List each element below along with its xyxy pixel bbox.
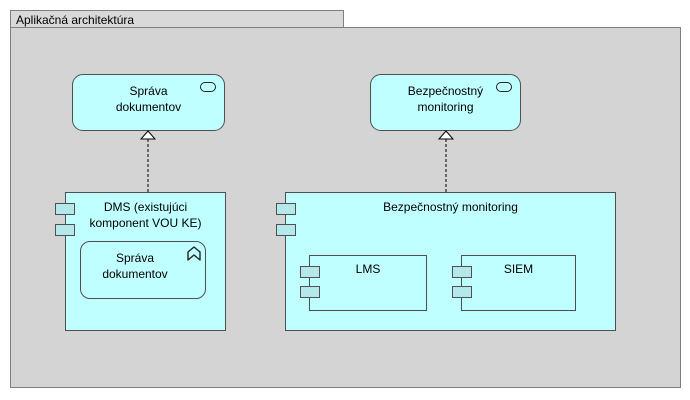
application-service-icon — [200, 82, 216, 92]
component-icon — [300, 266, 320, 278]
component-icon — [276, 224, 296, 236]
application-service-icon — [496, 82, 512, 92]
group-tab[interactable]: Aplikačná architektúra — [10, 10, 344, 28]
function-sprava-dokumentov[interactable]: Správa dokumentov — [80, 241, 206, 299]
service-label: Bezpečnostný monitoring — [407, 84, 484, 114]
component-icon — [276, 203, 296, 215]
component-label: Bezpečnostný monitoring — [383, 200, 518, 214]
function-label: Správa dokumentov — [102, 251, 168, 281]
component-label: SIEM — [503, 262, 534, 276]
component-icon — [300, 286, 320, 298]
component-icon — [55, 203, 75, 215]
service-sprava-dokumentov[interactable]: Správa dokumentov — [72, 74, 225, 131]
service-bezpecnostny-monitoring[interactable]: Bezpečnostný monitoring — [370, 74, 521, 131]
component-label: DMS (existujúci komponent VOU KE) — [89, 200, 202, 230]
component-label: LMS — [355, 262, 381, 276]
component-icon — [55, 224, 75, 236]
realization-relation[interactable] — [437, 130, 455, 192]
application-function-icon — [187, 246, 201, 261]
component-siem[interactable]: SIEM — [461, 255, 576, 311]
component-lms[interactable]: LMS — [309, 255, 427, 311]
component-icon — [452, 266, 472, 278]
group-title: Aplikačná architektúra — [16, 13, 135, 27]
realization-relation[interactable] — [139, 130, 157, 192]
service-label: Správa dokumentov — [115, 84, 182, 114]
component-icon — [452, 286, 472, 298]
